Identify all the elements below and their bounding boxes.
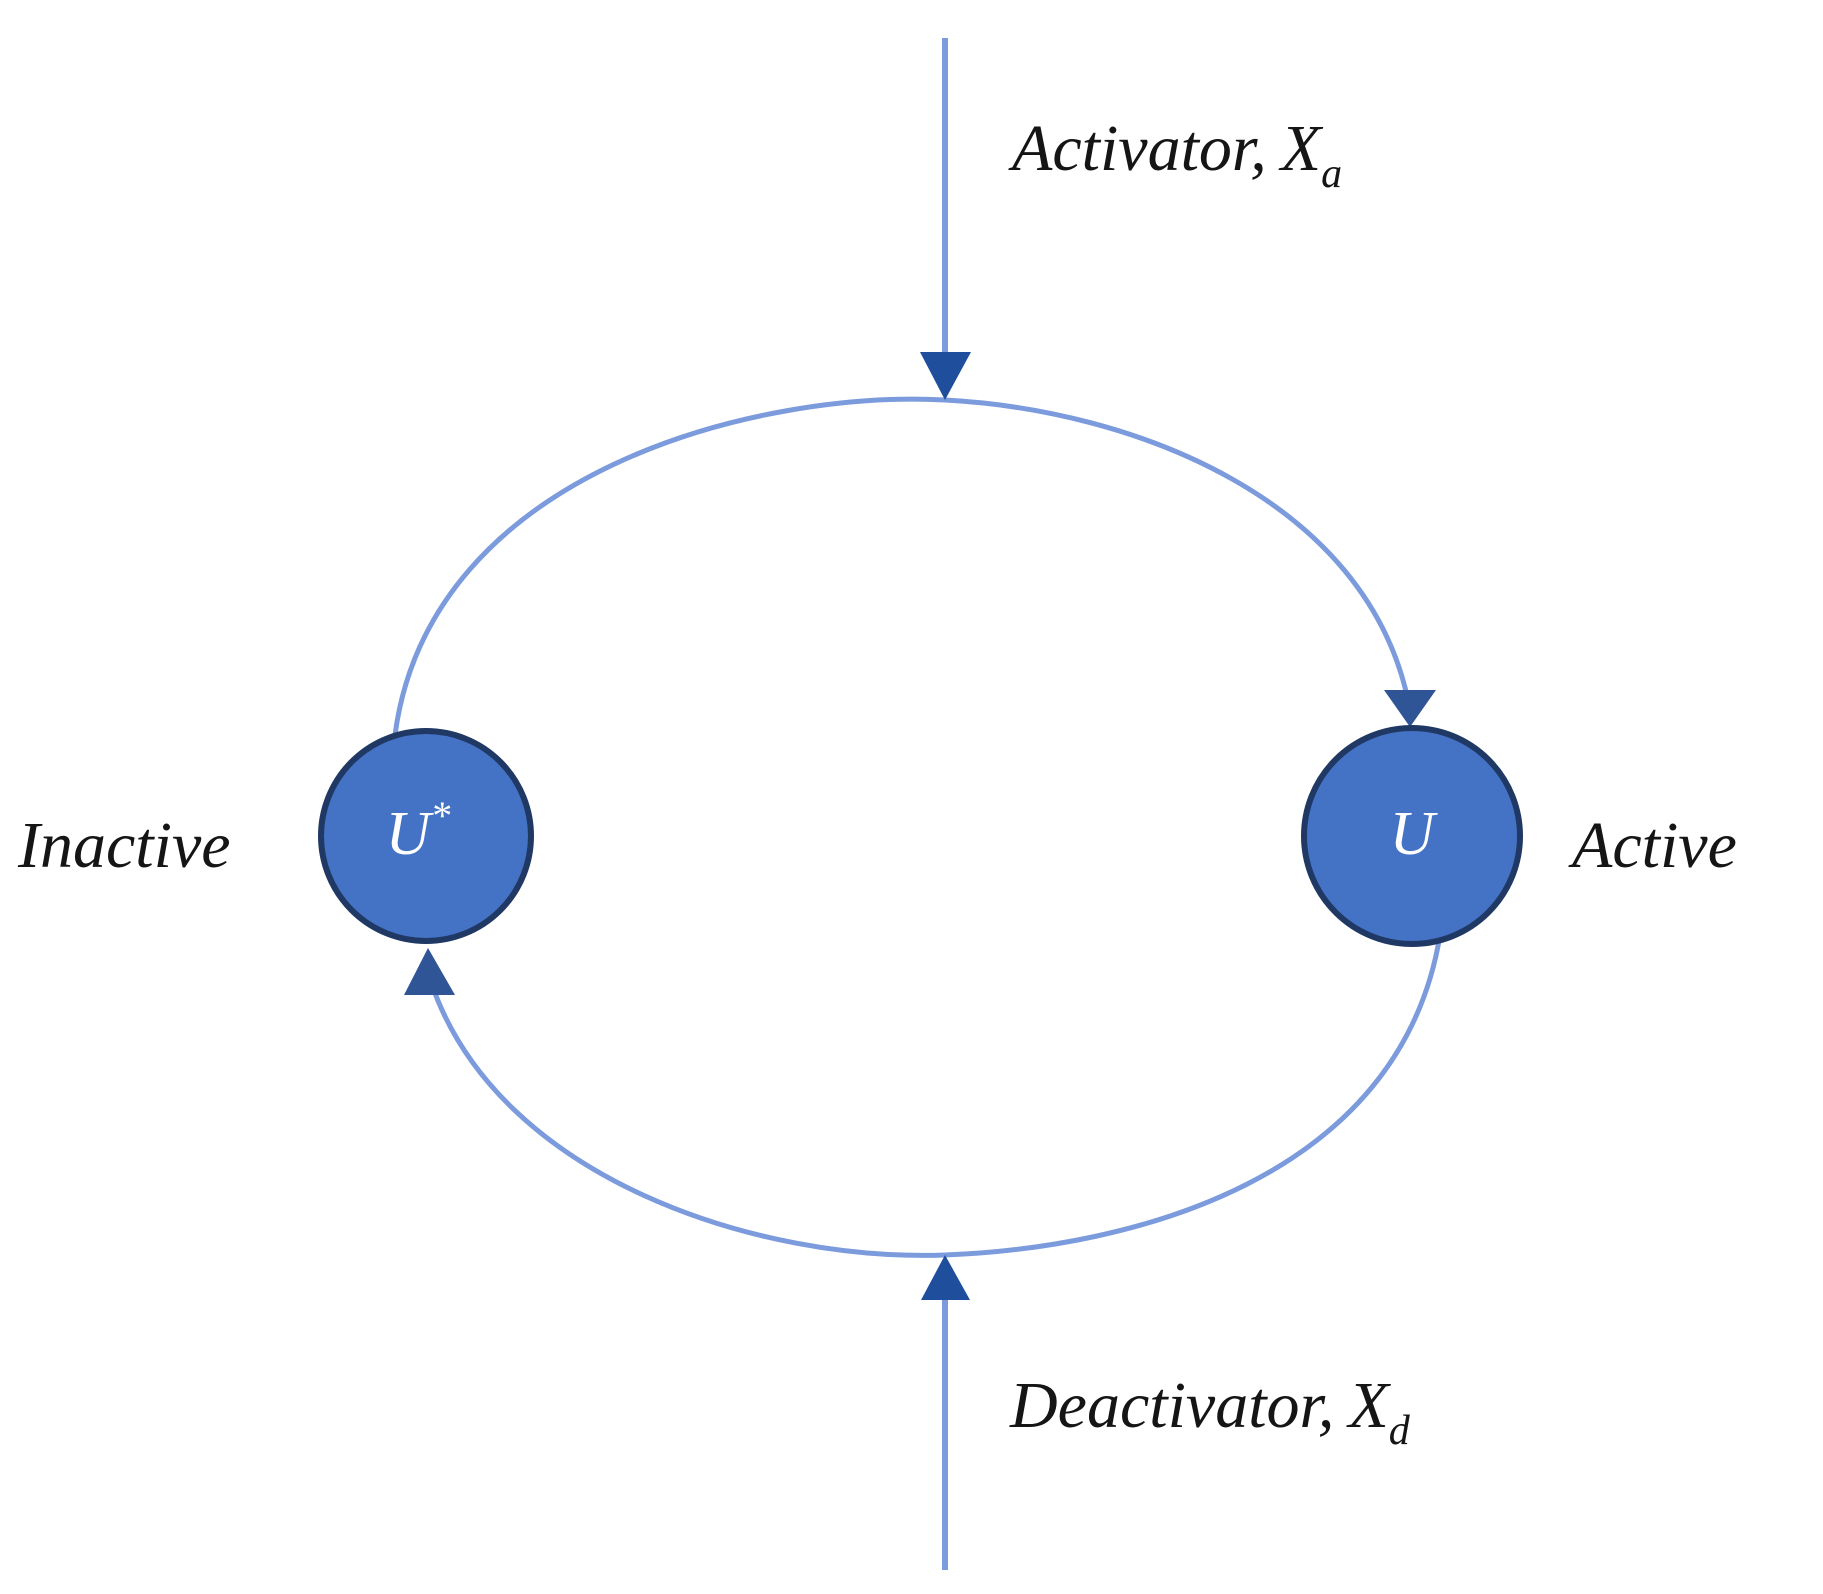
node-inactive-circle[interactable]	[318, 728, 534, 944]
node-active-circle[interactable]	[1301, 725, 1523, 947]
activation-arc-arrowhead	[1384, 690, 1436, 727]
node-inactive-symbol: U*	[386, 793, 451, 868]
node-active-symbol: U	[1390, 800, 1439, 868]
deactivation-arc-path	[429, 934, 1443, 1258]
activator-arrow-head-icon	[920, 352, 971, 400]
label-inactive: Inactive	[17, 809, 231, 882]
deactivation-arc-arrowhead	[404, 948, 455, 995]
label-deactivator: Deactivator,Xd	[1009, 1369, 1411, 1454]
deactivator-arrow-head-icon	[921, 1255, 970, 1300]
label-active: Active	[1568, 809, 1737, 882]
activation-arc-path	[392, 396, 1411, 736]
label-activator: Activator,Xa	[1008, 112, 1342, 197]
